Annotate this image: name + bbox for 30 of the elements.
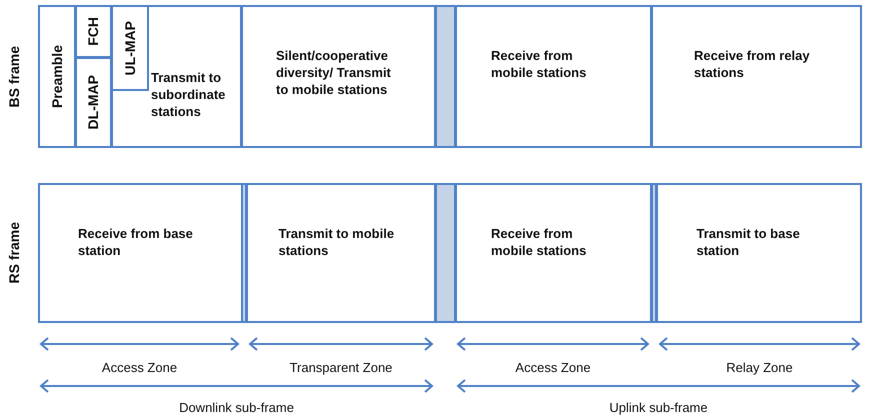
slot-label: Receive from relay stations (694, 47, 811, 81)
row-heading: BS frame (6, 46, 23, 108)
row-heading: RS frame (6, 222, 23, 284)
field-label: UL-MAP (122, 20, 138, 76)
gap-bar (435, 5, 456, 148)
slot-label: Transmit to base station (696, 225, 801, 259)
subframe-label: Uplink sub-frame (608, 400, 709, 415)
field-box (75, 57, 112, 148)
slot-box (246, 183, 436, 323)
subframe-label: Downlink sub-frame (178, 400, 295, 415)
zone-label: Access Zone (100, 360, 178, 375)
field-box (111, 5, 149, 91)
slot-label: Receive from mobile stations (491, 225, 588, 259)
zone-label: Relay Zone (725, 360, 794, 375)
slot-box (455, 5, 652, 148)
field-label: FCH (85, 17, 102, 46)
slot-label: Silent/cooperative diversity/ Transmit to mobile stations (276, 47, 392, 98)
slot-box (111, 5, 242, 148)
zone-label: Transparent Zone (288, 360, 394, 375)
slot-label: Receive from base station (78, 225, 194, 259)
zone-label: Access Zone (514, 360, 592, 375)
slot-label: Transmit to mobile stations (278, 225, 396, 259)
slot-box (241, 5, 436, 148)
slot-label: Receive from mobile stations (491, 47, 588, 81)
field-label: DL-MAP (85, 75, 102, 130)
slot-box (455, 183, 652, 323)
field-label: Preamble (48, 44, 66, 108)
slot-label: Transmit to subordinate stations (151, 69, 226, 120)
field-box (75, 5, 112, 58)
gap-bar (435, 183, 456, 323)
